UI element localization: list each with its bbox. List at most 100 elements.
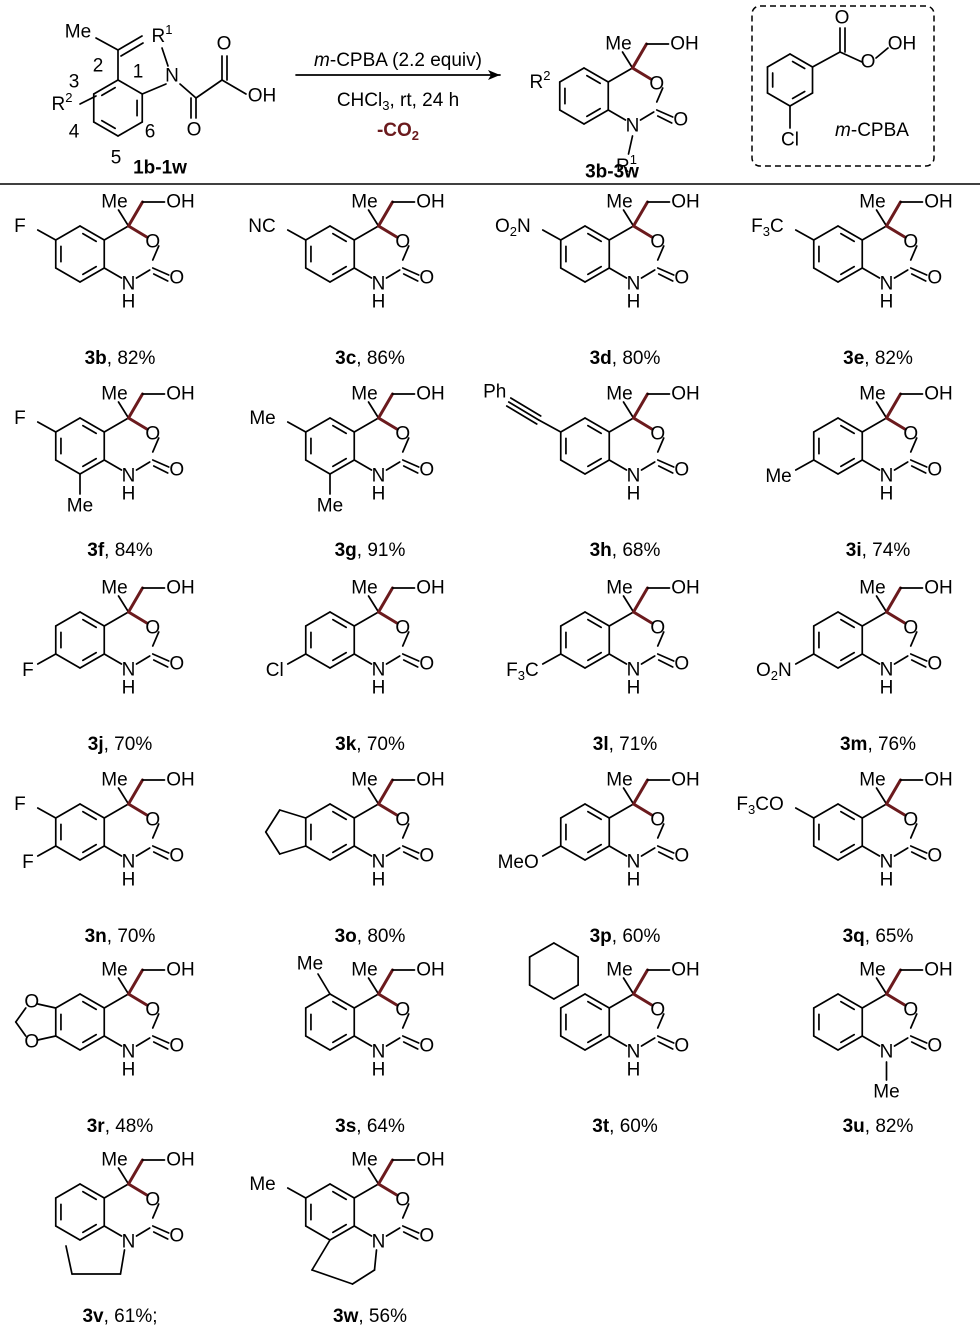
carbonyl-bond bbox=[657, 851, 674, 860]
ring-oxygen: O bbox=[650, 424, 665, 445]
ring-bond bbox=[103, 1035, 123, 1047]
carbonyl-bond bbox=[656, 267, 675, 276]
ring-oxygen: O bbox=[145, 232, 160, 253]
substituent-bond bbox=[794, 459, 815, 471]
alkyne-bond bbox=[507, 401, 540, 421]
carbonyl-oxygen: O bbox=[419, 460, 434, 481]
ring-bond bbox=[584, 611, 611, 627]
methyl-label: Me bbox=[859, 770, 885, 791]
methyl-label: Me bbox=[101, 192, 127, 213]
ring-bond bbox=[304, 417, 331, 433]
carbonyl-bond bbox=[401, 459, 420, 468]
ring-double-bond bbox=[840, 1033, 856, 1044]
ring-bond bbox=[812, 845, 839, 861]
compound-caption: 3o, 80% bbox=[335, 926, 406, 947]
ring-bond bbox=[861, 611, 888, 627]
nh-hydrogen: H bbox=[627, 678, 641, 699]
hydroxyl-label: OH bbox=[671, 960, 700, 981]
ring-bond bbox=[640, 655, 656, 665]
nh-hydrogen: H bbox=[627, 292, 641, 313]
hydroxyl-label: OH bbox=[166, 192, 195, 213]
ring-bond bbox=[278, 809, 307, 819]
ch2-bond bbox=[377, 778, 394, 806]
sm-ring-bond bbox=[117, 79, 144, 95]
position-number: 4 bbox=[69, 122, 80, 143]
ring-bond bbox=[401, 631, 410, 647]
ring-bond bbox=[353, 845, 373, 857]
ring-bond bbox=[812, 803, 839, 819]
carbonyl-oxygen: O bbox=[419, 1036, 434, 1057]
ch2-bond bbox=[632, 200, 649, 228]
methyl-label: Me bbox=[351, 578, 377, 599]
ring-bond bbox=[385, 655, 401, 665]
ring-double-bond bbox=[332, 1223, 348, 1234]
ring-oxygen: O bbox=[650, 810, 665, 831]
carbonyl-oxygen: O bbox=[674, 268, 689, 289]
ring-bond bbox=[103, 611, 130, 627]
hydroxyl-label: OH bbox=[924, 578, 953, 599]
carbonyl-bond bbox=[401, 1035, 420, 1044]
methyl-label: Me bbox=[859, 578, 885, 599]
ch2-bond bbox=[377, 392, 394, 420]
ring-bond bbox=[837, 417, 864, 433]
ring-bond bbox=[837, 611, 864, 627]
mcpba-bond bbox=[811, 51, 841, 68]
ring-bond bbox=[103, 267, 123, 279]
carbonyl-bond bbox=[402, 1231, 419, 1240]
ring-double-bond bbox=[82, 651, 98, 662]
methyl-bond bbox=[622, 977, 635, 995]
nh-hydrogen: H bbox=[122, 484, 136, 505]
ring-bond bbox=[377, 992, 399, 1007]
ring-bond bbox=[377, 416, 399, 431]
ch2-bond bbox=[127, 1158, 144, 1186]
sm-hydroxyl: OH bbox=[248, 86, 277, 107]
ring-bond bbox=[79, 1225, 106, 1241]
ring-double-bond bbox=[587, 810, 603, 821]
substituent-label: F bbox=[14, 408, 26, 429]
carbonyl-bond bbox=[910, 851, 927, 860]
ring-bond bbox=[861, 417, 888, 433]
ring-double-bond bbox=[332, 618, 348, 629]
ring-bond bbox=[54, 1035, 81, 1051]
ring-bond bbox=[264, 831, 281, 855]
carbonyl-oxygen: O bbox=[169, 1036, 184, 1057]
ring-double-bond bbox=[332, 810, 348, 821]
ring-double-bond bbox=[587, 651, 603, 662]
methyl-label: Me bbox=[606, 770, 632, 791]
ring-nitrogen: N bbox=[372, 466, 386, 487]
position-number: 6 bbox=[145, 122, 156, 143]
ring-bond bbox=[559, 803, 586, 819]
ring-oxygen: O bbox=[145, 810, 160, 831]
alkyne-bond bbox=[505, 405, 538, 425]
ring-bond bbox=[377, 802, 399, 817]
ring-bond bbox=[79, 225, 106, 241]
hydroxyl-label: OH bbox=[924, 192, 953, 213]
ch2-bond bbox=[631, 42, 648, 70]
sm-ring-double-bond bbox=[100, 86, 116, 97]
ring-bond bbox=[304, 1183, 331, 1199]
ring-bond bbox=[608, 459, 628, 471]
ring-bond bbox=[608, 417, 635, 433]
carbonyl-bond bbox=[152, 851, 169, 860]
ring-bond bbox=[329, 611, 356, 627]
ring-bond bbox=[304, 653, 331, 669]
ring-bond bbox=[608, 993, 635, 1009]
carbonyl-bond bbox=[151, 845, 170, 854]
ch2-bond bbox=[127, 200, 144, 228]
ring-bond bbox=[151, 631, 160, 647]
ring-double-bond bbox=[840, 810, 856, 821]
ring-bond bbox=[135, 655, 151, 665]
compound-caption: 3t, 60% bbox=[592, 1116, 658, 1137]
ring-bond bbox=[385, 461, 401, 471]
ch2-bond bbox=[127, 778, 144, 806]
ring-bond bbox=[329, 803, 356, 819]
substituent-bond bbox=[36, 421, 57, 433]
compound-caption: 3v, 61%; bbox=[82, 1306, 157, 1327]
ring-bond bbox=[353, 1183, 380, 1199]
substituent-label: O2N bbox=[495, 216, 531, 239]
